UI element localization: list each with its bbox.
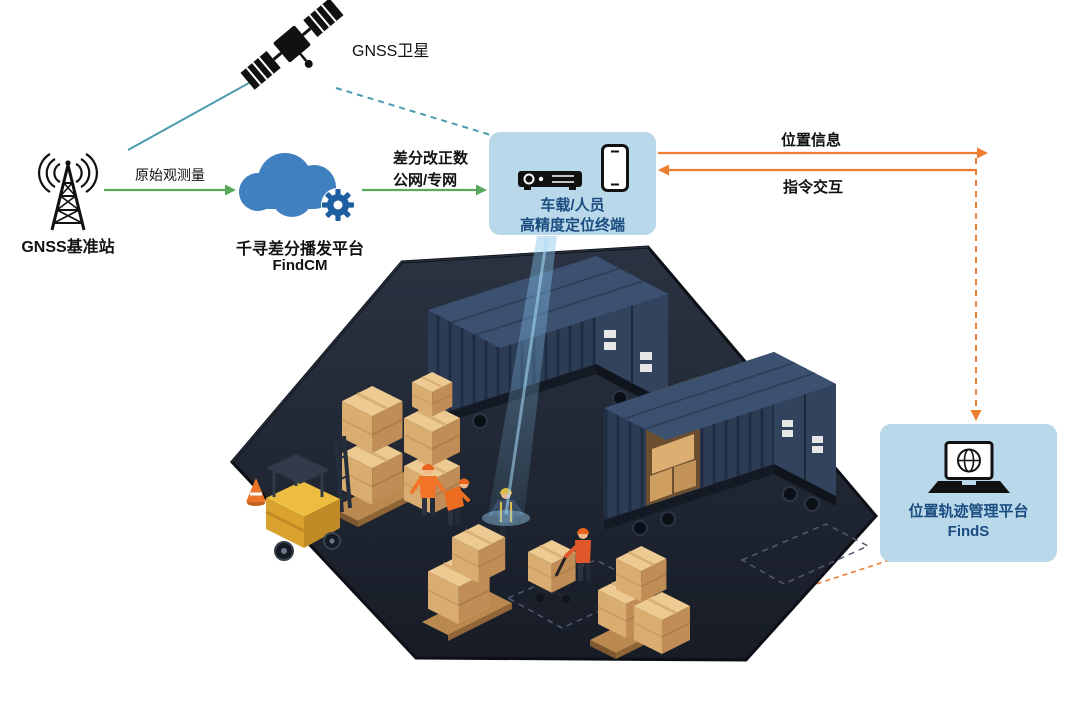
terminal-panel: 车载/人员 高精度定位终端 [489,132,656,235]
command-arrow [658,164,976,176]
warehouse-floor [229,245,878,662]
management-platform-icon-wrap [926,436,1012,502]
satellite-icon [240,0,344,90]
base-station-icon [37,153,99,231]
scene-link-line [803,559,891,589]
differential-correction-label: 差分改正数 [393,150,469,167]
gear-icon [322,189,354,221]
gnss-signal-line-dashed [335,87,495,137]
satellite-label: GNSS卫星 [352,43,430,60]
raw-observation-arrow [104,184,236,196]
cloud-platform-product: FindCM [272,257,328,274]
vehicle-receiver-icon [517,171,582,190]
container-2 [604,352,836,536]
management-platform-name: 位置轨迹管理平台 [908,503,1029,520]
cloud-platform-icon [239,153,355,222]
worker-1 [410,464,445,515]
network-label: 公网/专网 [393,172,458,189]
position-info-arrow [658,147,988,421]
smartphone-icon [600,144,629,192]
gnss-signal-line [127,77,259,151]
worker-4 [564,528,591,581]
positioning-beam [482,235,557,526]
terminal-caption-line2: 高精度定位终端 [519,216,625,234]
pallet-right [590,544,692,659]
traffic-cone-icon [246,478,266,506]
position-info-label: 位置信息 [780,132,841,149]
correction-arrow [362,184,487,196]
cloud-platform-name: 千寻差分播发平台 [235,241,364,258]
pallet-jack [526,538,577,603]
terminal-icons [516,143,630,193]
terminal-caption-line1: 车载/人员 [540,197,605,214]
laptop-globe-icon [927,441,1010,493]
command-interaction-label: 指令交互 [782,179,843,196]
forklift [265,435,379,561]
management-platform-panel: 位置轨迹管理平台 FindS [880,424,1057,562]
raw-observation-label: 原始观测量 [135,167,205,183]
crates-center [422,522,512,641]
management-platform-product: FindS [947,522,990,540]
warehouse-scene [229,245,878,662]
base-station-label: GNSS基准站 [21,239,115,256]
worker-2 [444,478,470,525]
